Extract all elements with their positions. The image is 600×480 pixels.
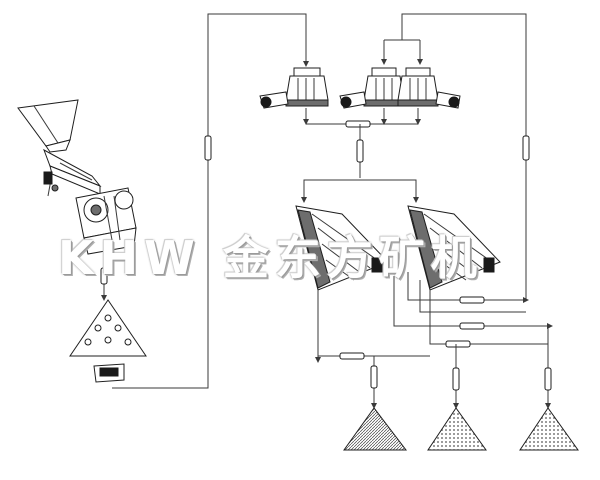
cone-crusher-3-icon [397, 67, 461, 109]
output-belt-conveyor-3-icon [459, 322, 485, 330]
screen-2-mid-output-line [429, 290, 548, 345]
screen-oversize-output-line [393, 276, 548, 327]
long-belt-conveyor-icon [204, 135, 212, 161]
primary-stockpile-icon [69, 299, 147, 357]
jaw-crusher-icon [75, 187, 137, 255]
cone-crusher-2-icon [339, 67, 405, 109]
product-2-belt-conveyor-icon [452, 367, 460, 391]
product-stockpile-2-icon [427, 407, 487, 451]
vibrating-feeder-icon [43, 148, 102, 213]
return-belt-conveyor-icon [522, 135, 530, 161]
vibrating-screen-1-icon [295, 205, 389, 291]
output-belt-conveyor-1-icon [339, 352, 365, 360]
screen-return-line-2 [419, 280, 526, 313]
return-belt-conveyor-2-icon [459, 296, 485, 304]
collector-belt-conveyor-icon [345, 120, 371, 128]
product-stockpile-1-icon [343, 407, 408, 451]
product-stockpile-3-icon [519, 407, 579, 451]
reclaim-feeder-icon [93, 363, 125, 383]
output-belt-conveyor-2-icon [445, 340, 471, 348]
product-3-belt-conveyor-icon [544, 367, 552, 391]
screen-feed-belt-conveyor-icon [356, 139, 364, 163]
primary-belt-conveyor-icon [100, 267, 108, 285]
cone-crusher-1-icon [259, 67, 329, 109]
primary-to-cone-conveyor-line [112, 13, 309, 389]
screen-split-line [303, 179, 417, 198]
hopper-icon [17, 99, 79, 153]
vibrating-screen-2-icon [407, 205, 501, 291]
product-1-belt-conveyor-icon [370, 365, 378, 389]
screen-return-line [407, 272, 526, 301]
